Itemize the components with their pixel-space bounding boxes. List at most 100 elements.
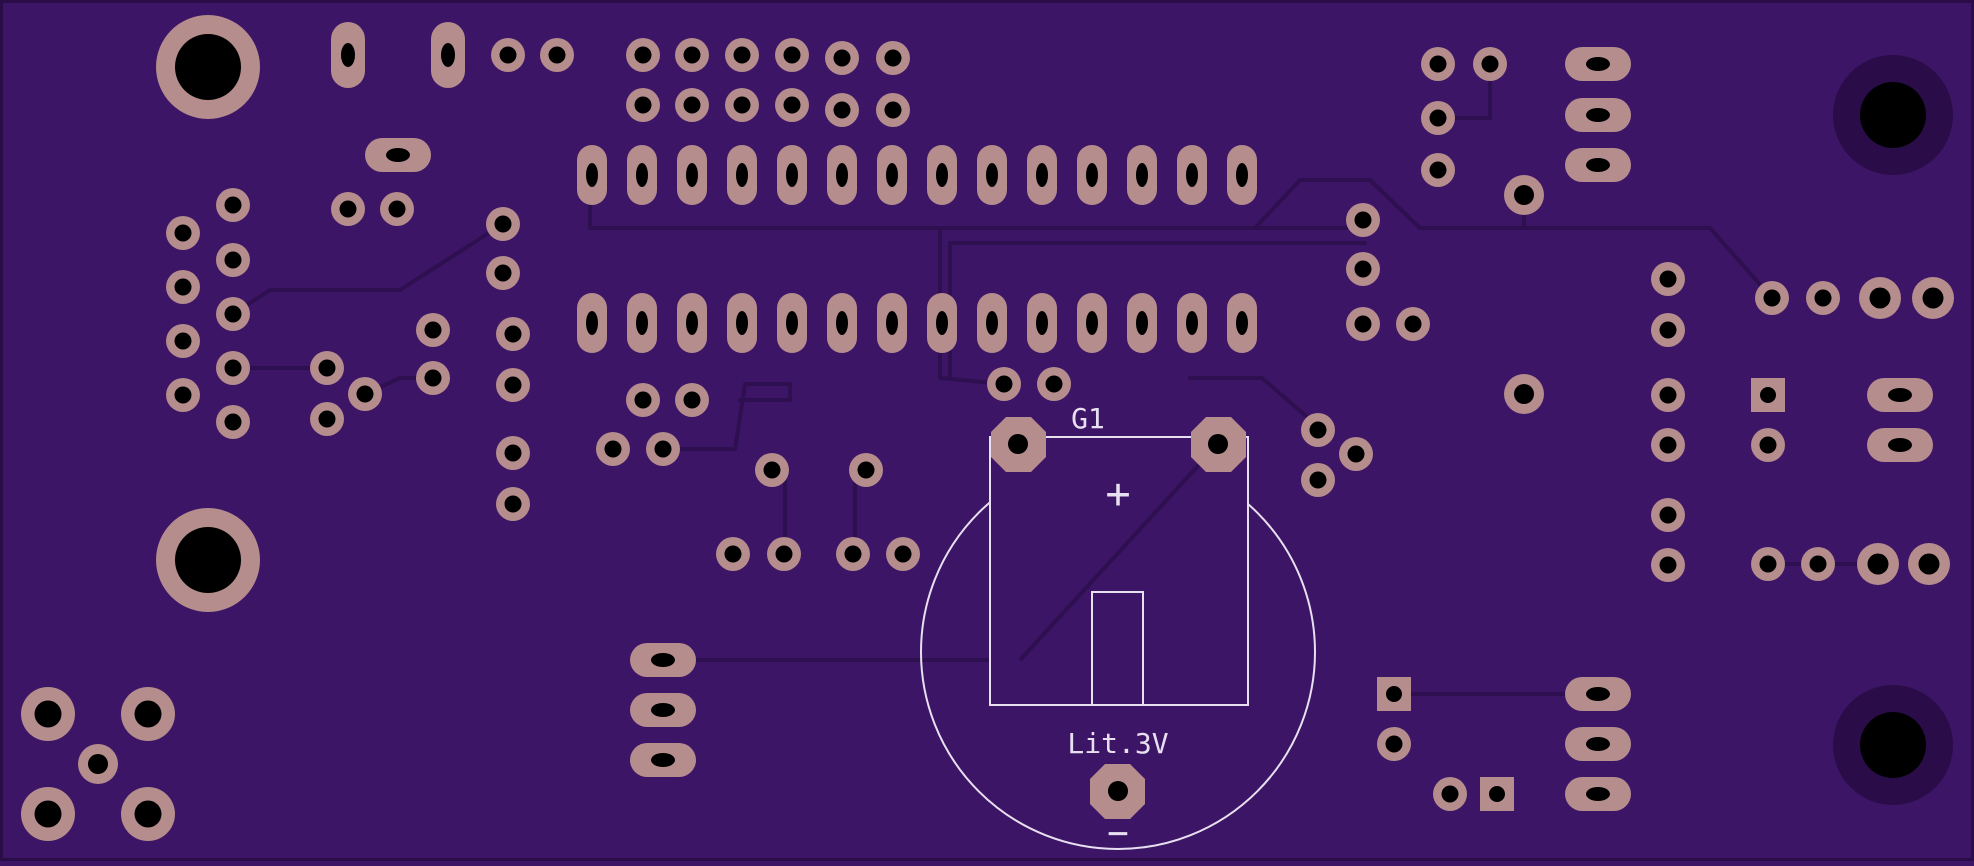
pad-drill-hole [683, 391, 701, 409]
ic-pin-hole [1036, 163, 1048, 187]
pad-drill-hole [224, 251, 242, 269]
pad-drill-hole [1385, 735, 1403, 753]
pad-drill-hole [1354, 211, 1372, 229]
ic-pin-hole [1236, 163, 1248, 187]
pad-drill-hole [634, 46, 652, 64]
pad-drill-hole [844, 545, 862, 563]
pad-drill-hole [1586, 158, 1610, 172]
pad-drill-hole [634, 391, 652, 409]
battery-diagonal-trace [1018, 442, 1220, 662]
pad-drill-hole [1309, 421, 1327, 439]
pad-drill-hole [833, 49, 851, 67]
pad-drill-hole [499, 46, 517, 64]
pad-drill-hole [604, 440, 622, 458]
battery-clip-notch [1091, 591, 1144, 705]
pad-drill-hole [134, 700, 162, 728]
ic-pin-hole [836, 311, 848, 335]
ic-pin-hole [1136, 311, 1148, 335]
pad-drill-hole [1659, 436, 1677, 454]
pad-drill-hole [1586, 737, 1610, 751]
pad-drill-hole [494, 215, 512, 233]
pad-drill-hole [1888, 438, 1912, 452]
ic-pin-hole [586, 311, 598, 335]
pad-drill-hole [783, 96, 801, 114]
ic-pin-hole [836, 163, 848, 187]
pad-drill-hole [318, 359, 336, 377]
pad-drill-hole [1759, 436, 1777, 454]
square-pads [1377, 378, 1785, 811]
pad-drill-hole [783, 46, 801, 64]
pad-drill-hole [1514, 384, 1534, 404]
pad-drill-hole [1354, 315, 1372, 333]
pad-drill-hole [1045, 375, 1063, 393]
ic-pin-hole [586, 163, 598, 187]
trace-left-lower [661, 382, 792, 451]
ic-pin-hole [1036, 311, 1048, 335]
pad-drill-hole [386, 148, 410, 162]
pad-drill-hole [1759, 555, 1777, 573]
pad-drill-hole [733, 46, 751, 64]
ic-pin-hole [1186, 311, 1198, 335]
pad-drill-hole [318, 410, 336, 428]
ic-pin-hole [786, 311, 798, 335]
pad-drill-hole [504, 376, 522, 394]
oblong-connector-pads [365, 47, 1933, 811]
trace-vertical-mid [938, 226, 1006, 386]
battery-pad-left-hole [1008, 434, 1028, 454]
pad-drill-hole [174, 278, 192, 296]
pad-drill-hole [494, 264, 512, 282]
pad-drill-hole [1922, 287, 1944, 309]
ic-pin-hole [636, 311, 648, 335]
pad-drill-hole [504, 444, 522, 462]
ic-pin-hole [936, 163, 948, 187]
battery-pad-right-hole [1208, 434, 1228, 454]
battery-pad-bottom-hole [1108, 781, 1128, 801]
pad-drill-hole [504, 325, 522, 343]
pad-drill-hole [1659, 556, 1677, 574]
pad-drill-hole [224, 413, 242, 431]
pad-drill-hole [1347, 445, 1365, 463]
pad-drill-hole [1659, 270, 1677, 288]
pad-drill-hole [654, 440, 672, 458]
pad-drill-hole [1869, 287, 1891, 309]
trace-top-bus [588, 170, 1774, 300]
ic-pin-hole [1086, 311, 1098, 335]
battery-holder-silkscreen [920, 436, 1316, 850]
pad-drill-hole [1441, 785, 1459, 803]
pad-drill-hole [88, 754, 108, 774]
pad-drill-hole [884, 101, 902, 119]
ic-pin-hole [1136, 163, 1148, 187]
pad-drill-hole [1659, 506, 1677, 524]
pad-drill-hole [651, 703, 675, 717]
pad-drill-hole [1586, 57, 1610, 71]
battery-plus-symbol: + [1105, 469, 1130, 518]
pad-drill-hole [833, 101, 851, 119]
pad-drill-hole [1659, 321, 1677, 339]
pad-drill-hole [174, 386, 192, 404]
pad-drill-hole [174, 332, 192, 350]
pad-drill-hole [548, 46, 566, 64]
ic-pin-hole [736, 311, 748, 335]
pad-drill-hole [1489, 786, 1505, 802]
ic-pin-hole [686, 163, 698, 187]
ic-pin-hole [1086, 163, 1098, 187]
ic-pin-hole [986, 163, 998, 187]
pad-drill-hole [775, 545, 793, 563]
pad-drill-hole [1888, 388, 1912, 402]
pad-drill-hole [1386, 686, 1402, 702]
ic-pin-hole [1236, 311, 1248, 335]
ic-pin-hole [1186, 163, 1198, 187]
pad-drill-hole [1586, 787, 1610, 801]
pad-drill-hole [683, 96, 701, 114]
mounting-holes [156, 15, 1953, 805]
trace-right-diag [1188, 376, 1322, 430]
pad-drill-hole [1760, 387, 1776, 403]
pad-drill-hole [651, 753, 675, 767]
pad-drill-hole [34, 800, 62, 828]
pad-drill-hole [1481, 55, 1499, 73]
ic-pin-hole [886, 311, 898, 335]
pad-drill-hole [224, 196, 242, 214]
ic-pin-hole [686, 311, 698, 335]
